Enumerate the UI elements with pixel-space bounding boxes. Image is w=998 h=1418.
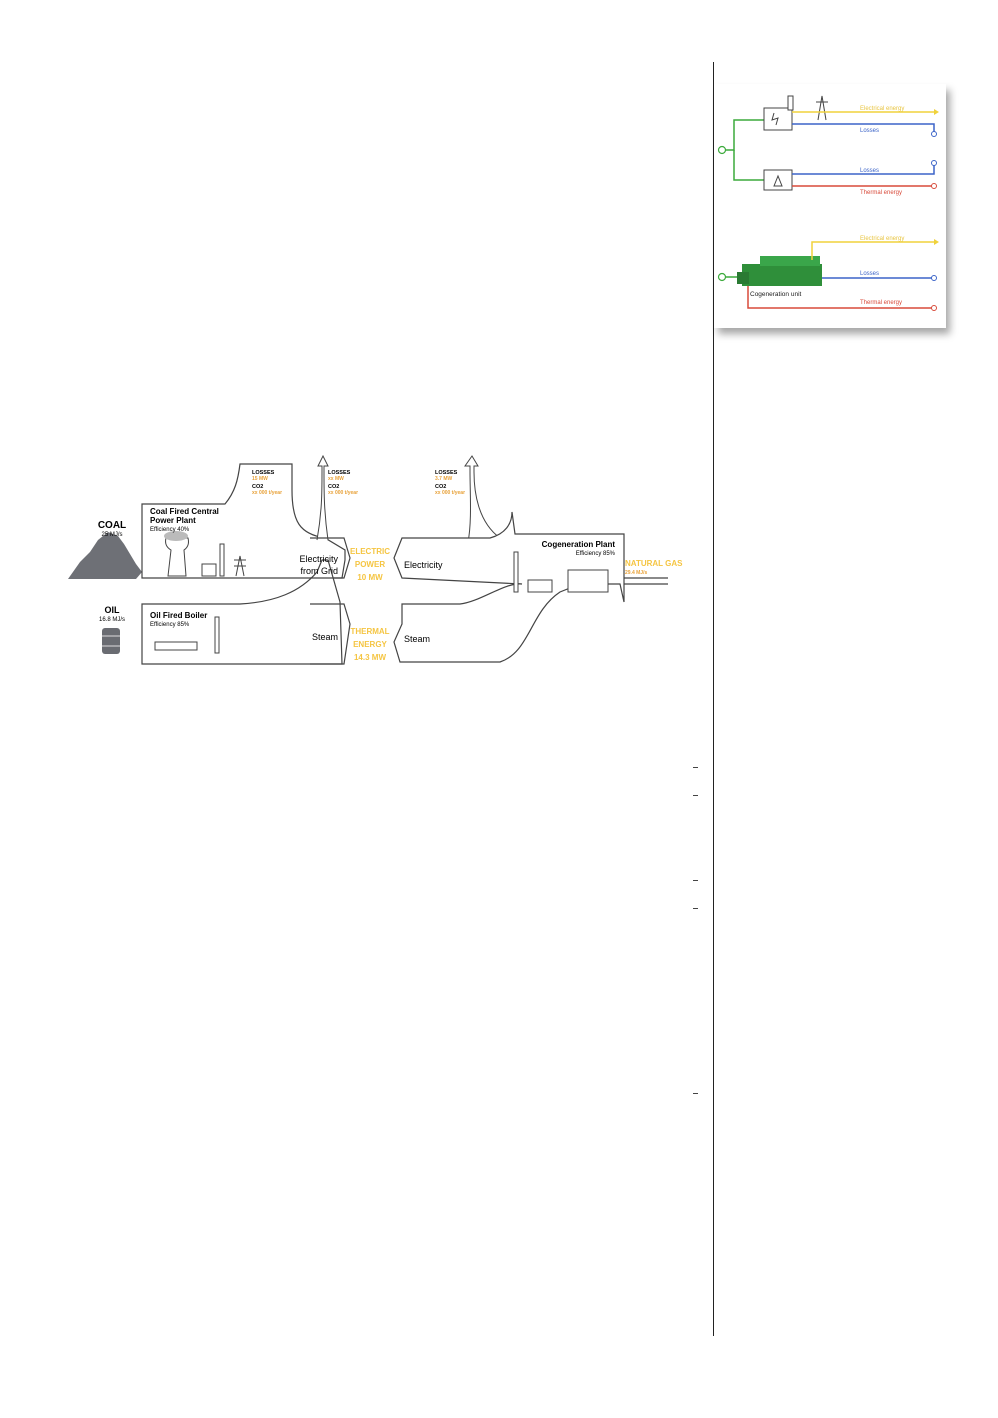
steam-arrow bbox=[310, 603, 351, 665]
thermal-energy-top: Thermal energy bbox=[860, 190, 902, 196]
electrical-energy-bottom: Electrical energy bbox=[860, 236, 904, 242]
losses-arrow-cogen bbox=[464, 455, 501, 543]
energy-comparison-diagram: Electrical energy Losses Losses Thermal … bbox=[714, 84, 946, 328]
losses-value-coal: 15 MW bbox=[252, 476, 268, 482]
oil-boiler-flow bbox=[141, 559, 343, 665]
co2-label-coal: CO2 bbox=[252, 484, 263, 490]
margin-tick bbox=[693, 908, 698, 909]
input-node-icon bbox=[717, 145, 727, 155]
losses-node-icon bbox=[931, 160, 937, 166]
input-node-icon bbox=[717, 272, 727, 282]
co2-value-cogen: xx 000 t/year bbox=[435, 490, 465, 496]
coal-value: 25 MJ/s bbox=[101, 532, 122, 538]
co2-value-oil: xx 000 t/year bbox=[328, 490, 358, 496]
losses-line bbox=[792, 164, 935, 175]
electricity-arrow bbox=[310, 537, 351, 579]
electric-power-2: POWER bbox=[355, 560, 385, 569]
boiler-icon bbox=[154, 641, 198, 651]
electricity-right-label: Electricity bbox=[404, 560, 443, 570]
thermal-energy-3: 14.3 MW bbox=[354, 653, 386, 662]
cogen-engine-icon bbox=[527, 579, 553, 593]
energy-flow-diagram: COAL 25 MJ/s OIL 16.8 MJ/s Coal Fired Ce… bbox=[68, 454, 683, 665]
losses-bottom: Losses bbox=[860, 271, 879, 277]
margin-tick bbox=[693, 767, 698, 768]
oil-boiler-title: Oil Fired Boiler bbox=[150, 611, 207, 620]
losses-top-2: Losses bbox=[860, 168, 879, 174]
pylon-icon bbox=[234, 555, 246, 577]
cogen-plant-title: Cogeneration Plant bbox=[542, 540, 616, 549]
losses-arrow-middle bbox=[316, 454, 329, 541]
electricity-from-grid-1: Electricity bbox=[299, 554, 338, 564]
oil-label: OIL bbox=[105, 605, 121, 615]
thermal-energy-1: THERMAL bbox=[350, 627, 389, 636]
co2-label-cogen: CO2 bbox=[435, 484, 446, 490]
cooling-tower-icon bbox=[165, 537, 189, 577]
cogeneration-unit-label: Cogeneration unit bbox=[750, 291, 802, 298]
coal-label: COAL bbox=[98, 520, 126, 531]
coal-plant-efficiency: Efficiency 40% bbox=[150, 527, 190, 533]
cogen-plant-efficiency: Efficiency 85% bbox=[576, 551, 616, 557]
thermal-energy-2: ENERGY bbox=[353, 640, 387, 649]
building-icon bbox=[201, 563, 217, 577]
steam-cloud-icon bbox=[164, 531, 188, 541]
electricity-from-grid-2: from Grid bbox=[300, 566, 338, 576]
margin-tick bbox=[693, 880, 698, 881]
thermal-node-icon bbox=[931, 305, 937, 311]
steam-right-label: Steam bbox=[404, 634, 430, 644]
coal-pile-icon bbox=[68, 532, 142, 579]
losses-label-cogen: LOSSES bbox=[435, 470, 458, 476]
oil-value: 16.8 MJ/s bbox=[99, 617, 125, 623]
arrow-icon bbox=[934, 109, 939, 115]
co2-value-coal: xx 000 t/year bbox=[252, 490, 282, 496]
natural-gas-label: NATURAL GAS bbox=[625, 559, 683, 568]
losses-node-icon bbox=[931, 131, 937, 137]
cogeneration-unit-icon bbox=[737, 256, 822, 286]
green-input-line bbox=[733, 150, 764, 181]
steam-left-label: Steam bbox=[312, 632, 338, 642]
margin-tick bbox=[693, 795, 698, 796]
boiler-icon bbox=[763, 169, 793, 191]
margin-tick bbox=[693, 1093, 698, 1094]
losses-line bbox=[792, 123, 935, 134]
cogen-plant-flow bbox=[393, 511, 625, 663]
cogen-generator-icon bbox=[567, 569, 609, 593]
losses-value-oil: xx MW bbox=[328, 476, 344, 482]
arrow-icon bbox=[934, 239, 939, 245]
electric-power-3: 10 MW bbox=[357, 573, 383, 582]
plant-chimney-icon bbox=[787, 95, 794, 111]
co2-label-oil: CO2 bbox=[328, 484, 339, 490]
losses-top-1: Losses bbox=[860, 128, 879, 134]
thermal-energy-bottom: Thermal energy bbox=[860, 300, 902, 306]
thermal-energy-line bbox=[747, 286, 934, 309]
chimney-icon bbox=[219, 543, 225, 577]
flame-icon bbox=[773, 174, 783, 187]
cogen-chimney-icon bbox=[513, 551, 519, 593]
oil-barrel-icon bbox=[102, 628, 120, 654]
electric-power-1: ELECTRIC bbox=[350, 547, 390, 556]
column-divider bbox=[713, 62, 714, 1336]
lightning-icon bbox=[771, 112, 779, 126]
green-input-line bbox=[722, 119, 764, 151]
losses-label-coal: LOSSES bbox=[252, 470, 275, 476]
losses-value-cogen: 3.7 MW bbox=[435, 476, 453, 482]
boiler-chimney-icon bbox=[214, 616, 220, 654]
electrical-energy-top: Electrical energy bbox=[860, 106, 904, 112]
oil-boiler-efficiency: Efficiency 85% bbox=[150, 622, 190, 628]
losses-label-oil: LOSSES bbox=[328, 470, 351, 476]
coal-plant-title: Coal Fired Central bbox=[150, 507, 219, 516]
coal-plant-title-2: Power Plant bbox=[150, 516, 196, 525]
electrical-energy-line bbox=[811, 241, 934, 260]
natural-gas-value: 29.4 MJ/s bbox=[625, 570, 647, 576]
thermal-node-icon bbox=[931, 183, 937, 189]
losses-node-icon bbox=[931, 275, 937, 281]
